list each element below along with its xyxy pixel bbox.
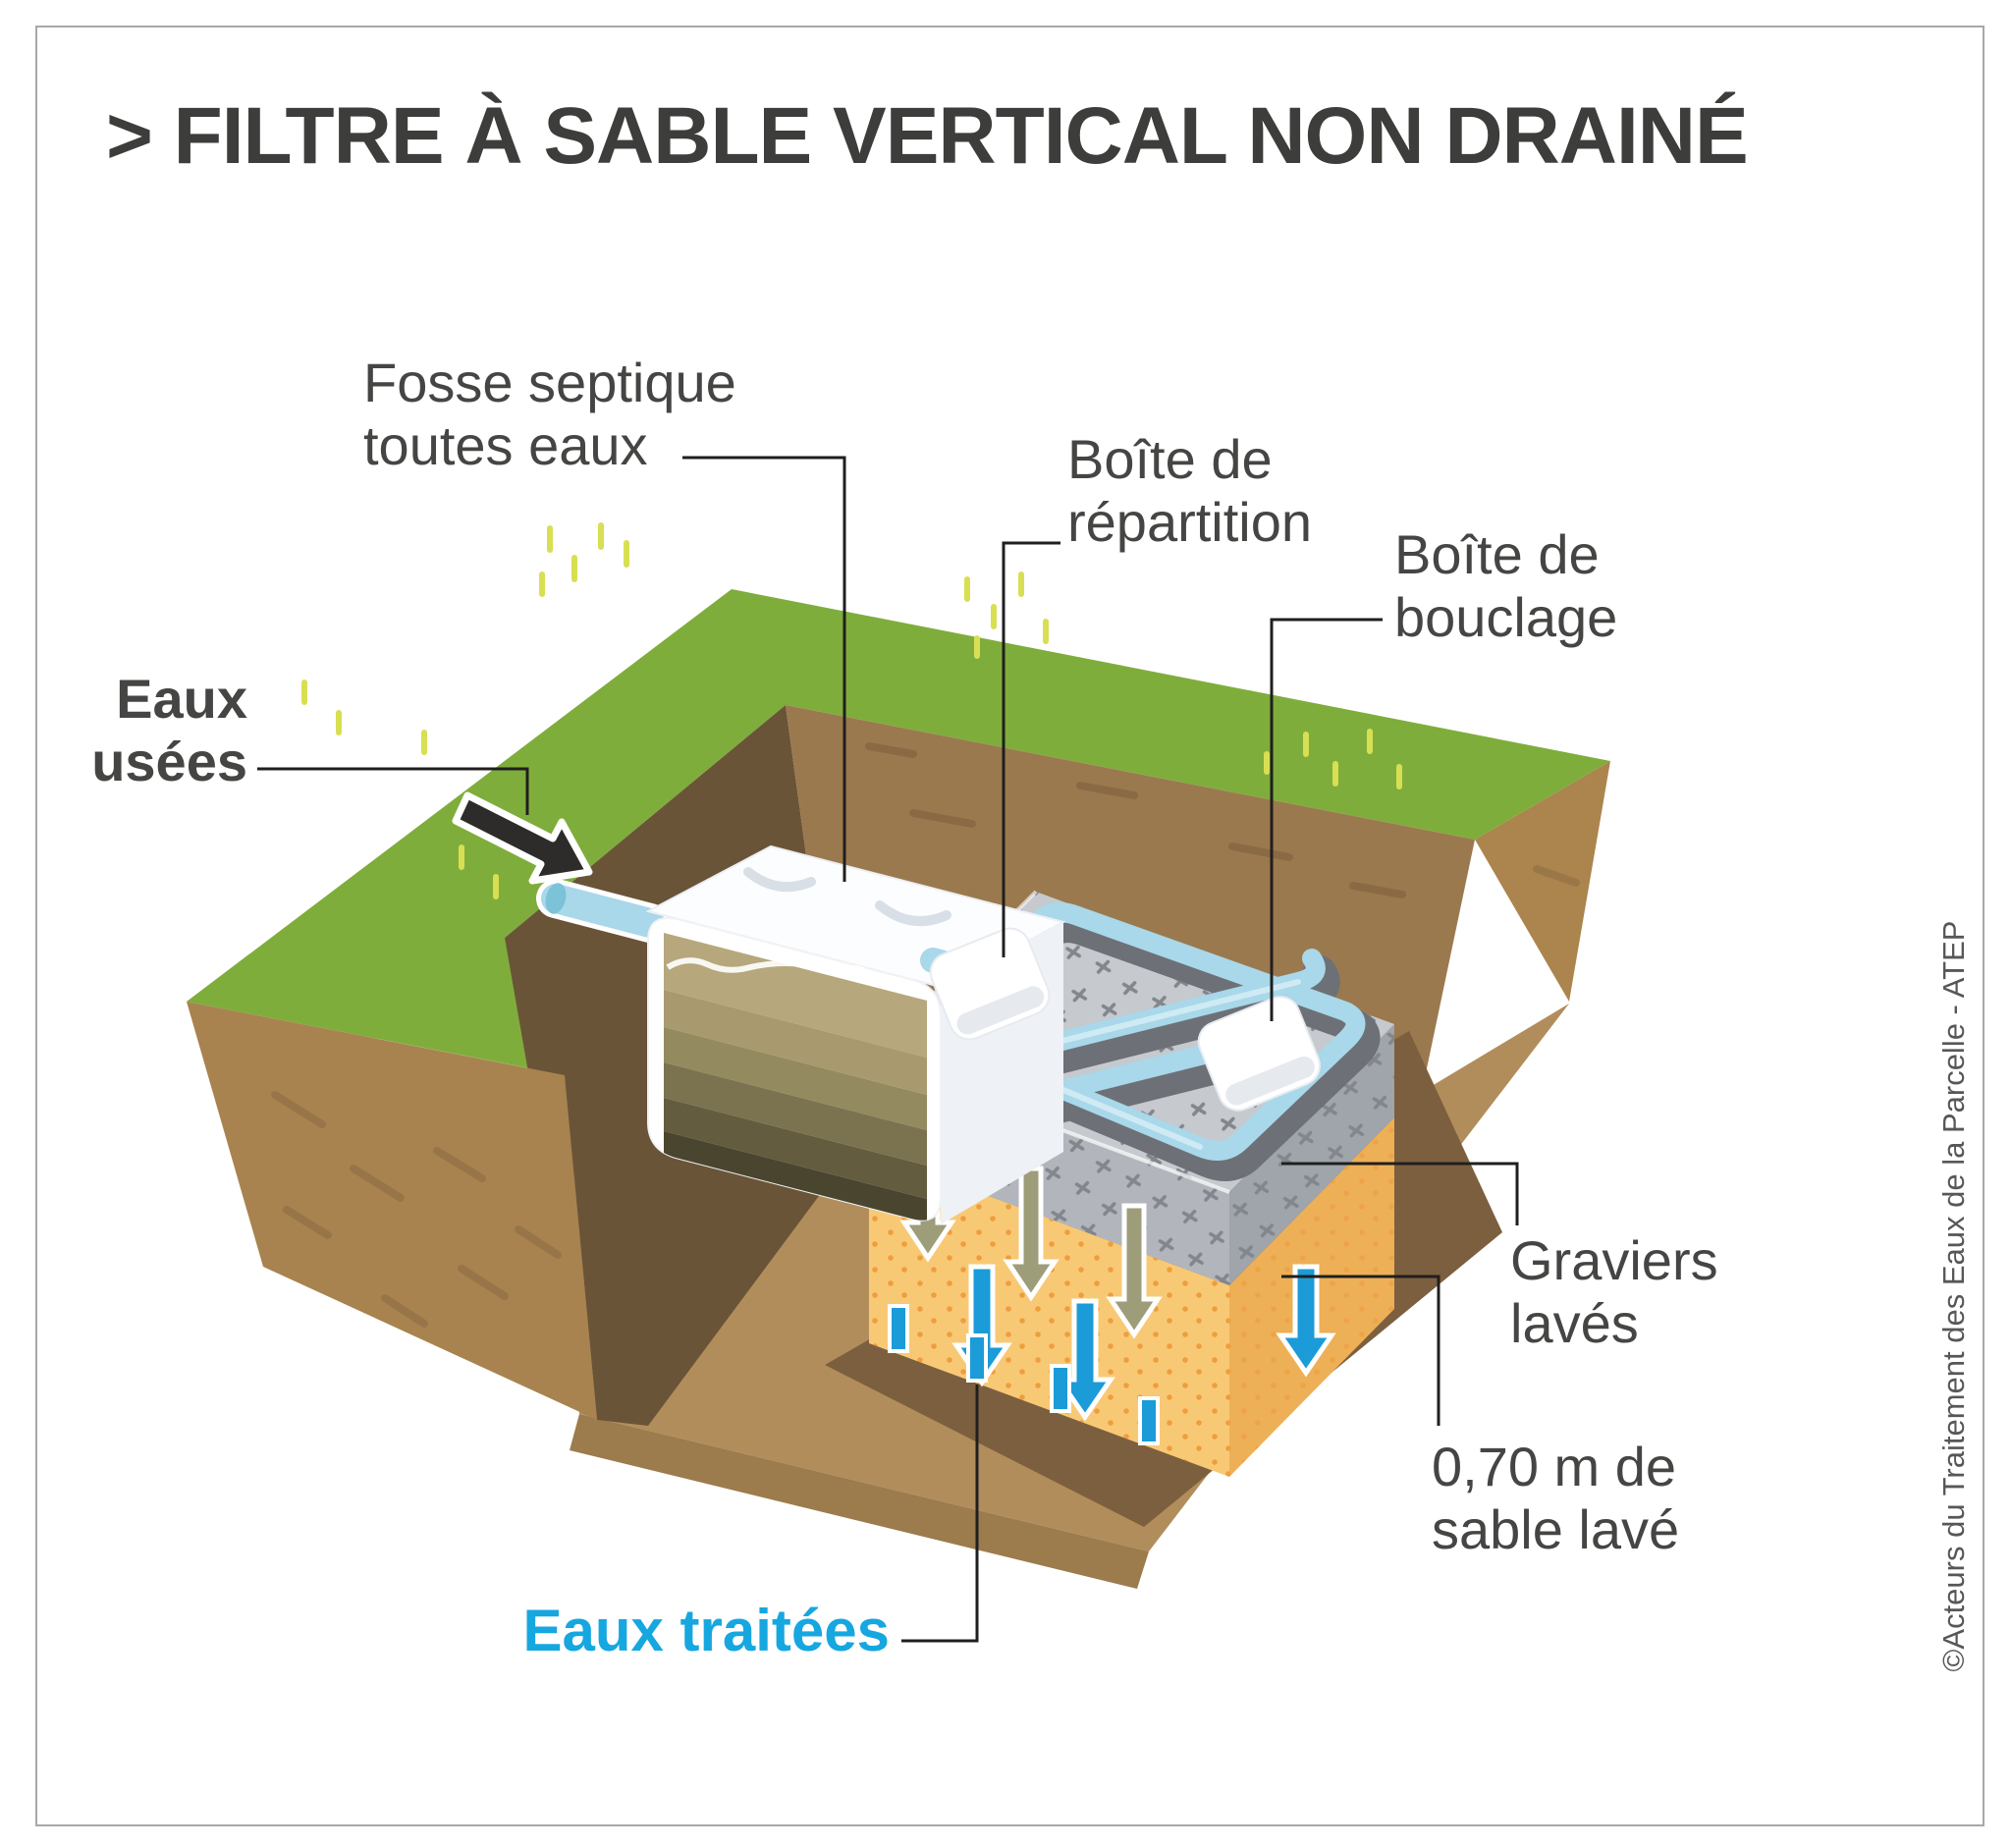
leader-bouclage: [1270, 618, 1383, 1021]
outer-faces: [187, 761, 1610, 1420]
sand-layer: [869, 1117, 1394, 1477]
right-outer-face: [1475, 761, 1610, 1002]
grass-blades: [301, 522, 1402, 899]
page-title: > FILTRE À SABLE VERTICAL NON DRAINÉ: [106, 91, 1749, 181]
leader-fosse: [682, 456, 846, 882]
pit-floor-lip: [570, 1414, 1149, 1589]
leader-graviers: [1281, 1162, 1519, 1225]
leader-eaux-usees: [257, 767, 529, 815]
credit-line: ©Acteurs du Traitement des Eaux de la Pa…: [1936, 920, 1971, 1672]
leader-repartition: [1002, 541, 1060, 957]
loop-box: [1197, 996, 1322, 1112]
label-graviers-laves: Graviers lavés: [1510, 1229, 1718, 1354]
label-eaux-usees: Eaux usées: [91, 668, 247, 792]
treated-water-ticks: [888, 1304, 1160, 1445]
leader-eaux-traitees: [901, 1385, 979, 1643]
distribution-box: [929, 927, 1051, 1041]
label-sable-lave: 0,70 m de sable lavé: [1432, 1436, 1680, 1560]
tank-inlet-pipe: [536, 879, 670, 943]
label-fosse-septique: Fosse septique toutes eaux: [363, 352, 736, 476]
tank-lid-marks: [743, 867, 951, 926]
label-boite-repartition: Boîte de répartition: [1067, 428, 1313, 553]
label-eaux-traitees: Eaux traitées: [522, 1598, 890, 1663]
wastewater-flow-arrow-icon: [452, 791, 593, 885]
leader-sable: [1281, 1275, 1440, 1426]
label-boite-bouclage: Boîte de bouclage: [1394, 523, 1618, 648]
leader-lines: [257, 456, 1519, 1643]
